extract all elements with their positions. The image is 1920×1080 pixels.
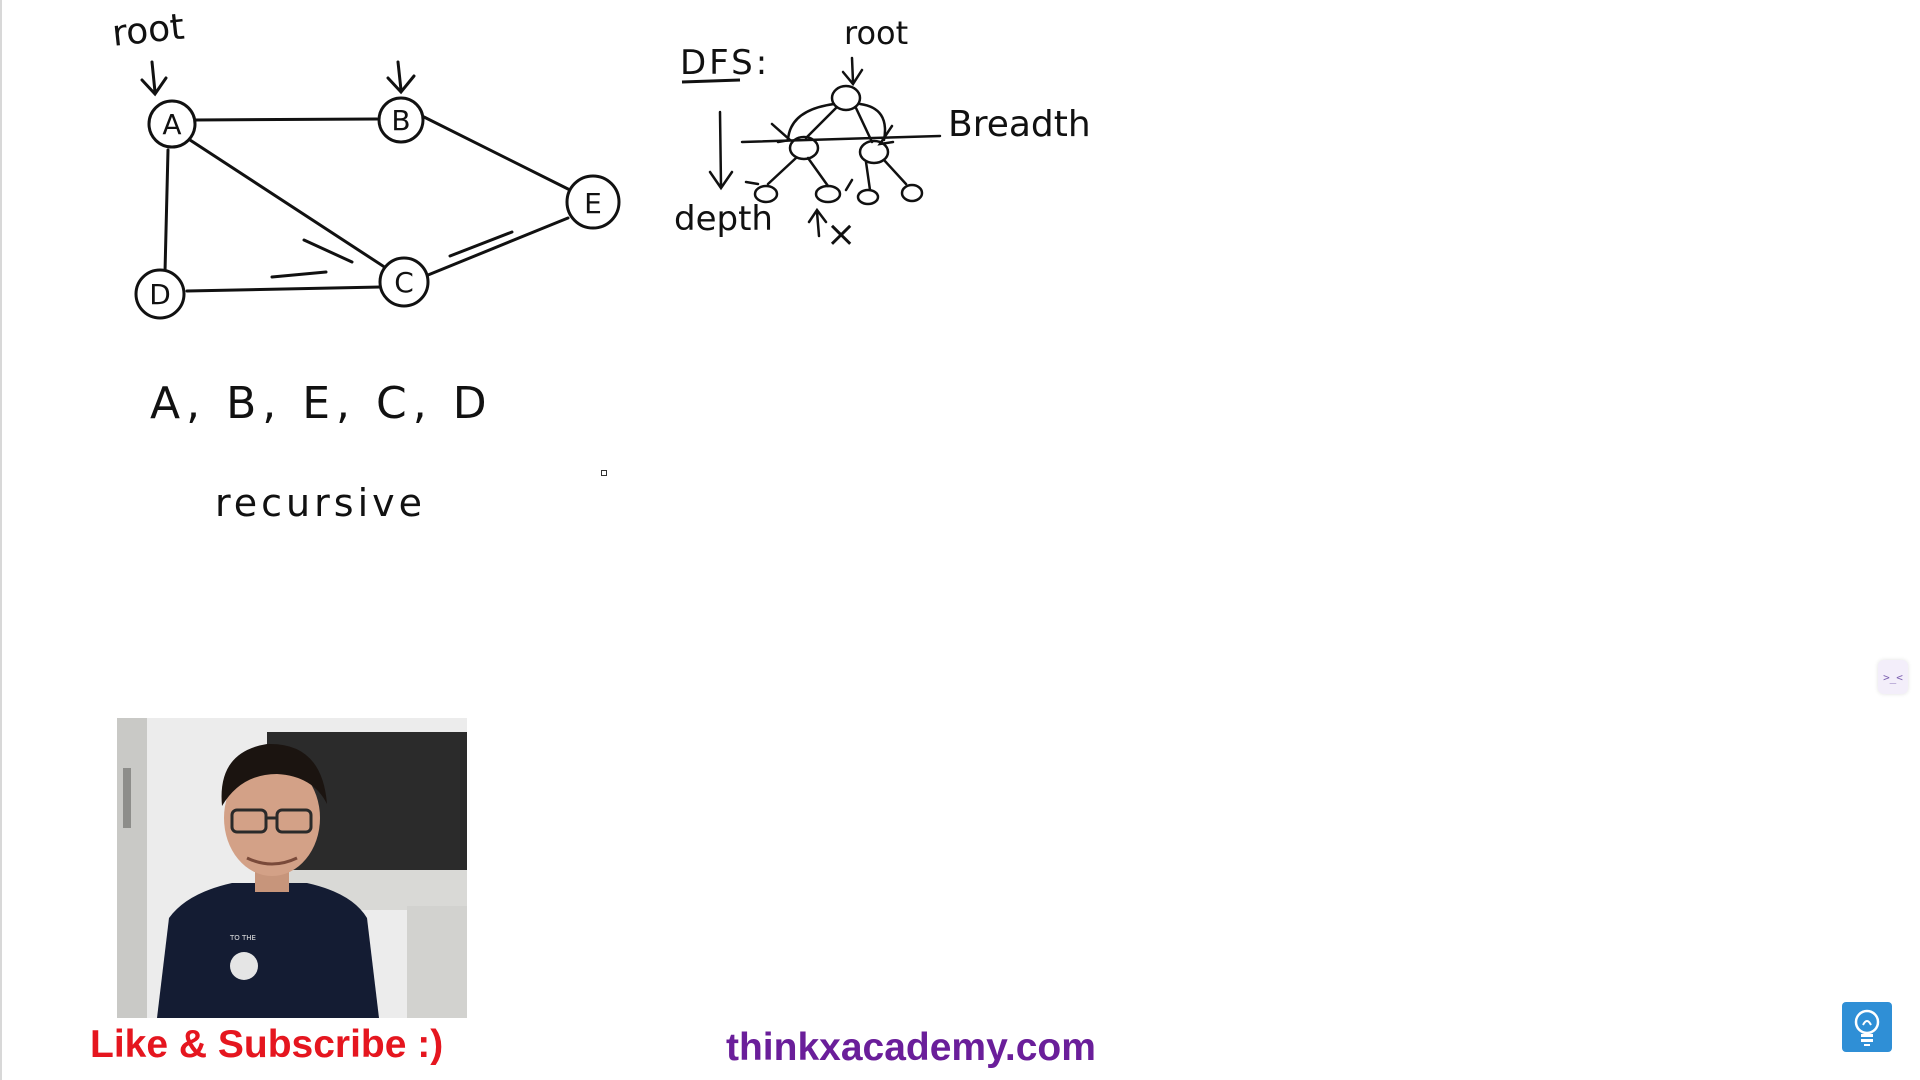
dfs-title: DFS: bbox=[680, 43, 770, 83]
tree-level1-left bbox=[788, 135, 820, 161]
visited-mark-AC bbox=[302, 238, 354, 264]
graph-edges bbox=[163, 115, 572, 293]
webcam-presenter-image: TO THE bbox=[117, 718, 467, 1018]
dfs-root-label: root bbox=[844, 14, 908, 52]
webcam-shirt-text: TO THE bbox=[229, 934, 256, 942]
tree-leaf-3 bbox=[856, 188, 880, 206]
root-arrow-dfs bbox=[841, 56, 864, 87]
graph-nodes bbox=[134, 96, 621, 320]
node-B-label: B bbox=[391, 104, 410, 137]
edge-B-E bbox=[422, 115, 572, 192]
node-D bbox=[134, 268, 186, 320]
node-C bbox=[378, 256, 430, 308]
window-left-border bbox=[0, 0, 2, 1080]
cross-mark: × bbox=[826, 214, 856, 255]
recursive-label: recursive bbox=[215, 481, 426, 525]
dfs-title-underline bbox=[681, 78, 741, 84]
root-arrows bbox=[140, 60, 416, 97]
depth-arrow bbox=[708, 110, 734, 191]
edge-A-D bbox=[163, 148, 170, 274]
visited-mark-CE bbox=[448, 230, 514, 258]
breadth-label: Breadth bbox=[948, 104, 1091, 145]
lightbulb-icon bbox=[1854, 1009, 1880, 1046]
tree-branches bbox=[766, 102, 908, 192]
collapse-tab-icon[interactable]: >_< bbox=[1878, 660, 1908, 694]
lightbulb-button[interactable] bbox=[1842, 1002, 1892, 1052]
edge-C-D bbox=[185, 285, 383, 293]
node-D-label: D bbox=[149, 278, 171, 311]
like-subscribe-caption: Like & Subscribe :) bbox=[90, 1023, 444, 1066]
tree-root-node bbox=[830, 84, 862, 112]
visited-mark-CD bbox=[270, 270, 328, 279]
graph-node-labels: A B C D E bbox=[149, 104, 602, 311]
node-A-label: A bbox=[162, 108, 181, 141]
edge-A-C bbox=[188, 138, 388, 270]
webcam-overlay: TO THE bbox=[117, 718, 467, 1018]
traversal-order: A, B, E, C, D bbox=[150, 378, 493, 429]
graph-root-label: root bbox=[110, 7, 186, 55]
node-E bbox=[565, 174, 621, 230]
side-tab-label: >_< bbox=[1883, 670, 1903, 684]
dfs-tree-sketch bbox=[708, 56, 942, 238]
node-B bbox=[377, 96, 425, 144]
edge-A-B bbox=[192, 117, 379, 122]
node-E-label: E bbox=[584, 187, 602, 220]
breadth-line bbox=[740, 134, 942, 144]
root-arrow-B bbox=[386, 60, 416, 95]
tree-level1-right bbox=[858, 139, 890, 165]
tree-arrowheads bbox=[744, 122, 895, 192]
tree-leaf-4 bbox=[900, 183, 924, 203]
depth-label: depth bbox=[674, 199, 773, 239]
pen-cursor bbox=[601, 470, 607, 476]
root-arrow-A bbox=[140, 60, 168, 97]
pointer-arrow-up bbox=[807, 207, 828, 238]
node-A bbox=[147, 99, 197, 149]
tree-leaf-1 bbox=[753, 184, 779, 204]
edge-C-E bbox=[426, 216, 570, 277]
node-C-label: C bbox=[394, 266, 414, 299]
tree-leaf-2 bbox=[814, 184, 842, 204]
website-caption: thinkxacademy.com bbox=[726, 1026, 1096, 1069]
